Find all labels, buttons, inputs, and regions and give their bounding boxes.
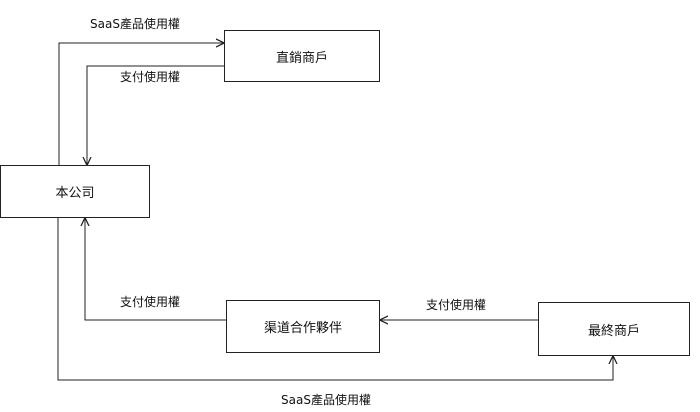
node-company: 本公司 <box>0 165 150 218</box>
label-channel-to-company: 支付使用權 <box>120 295 181 309</box>
node-end-merchant: 最終商戶 <box>538 302 690 356</box>
label-company-to-direct: SaaS產品使用權 <box>90 17 180 31</box>
arrow-company-to-direct <box>58 43 224 165</box>
node-channel-partner: 渠道合作夥伴 <box>226 300 380 353</box>
label-end-to-channel: 支付使用權 <box>426 298 487 312</box>
arrow-direct-to-company <box>87 65 224 165</box>
label-direct-to-company: 支付使用權 <box>120 70 181 84</box>
arrow-company-to-end <box>57 217 613 381</box>
arrow-channel-to-company <box>85 218 226 321</box>
label-company-to-end: SaaS產品使用權 <box>281 393 371 407</box>
node-direct-merchant: 直銷商戶 <box>224 30 380 82</box>
